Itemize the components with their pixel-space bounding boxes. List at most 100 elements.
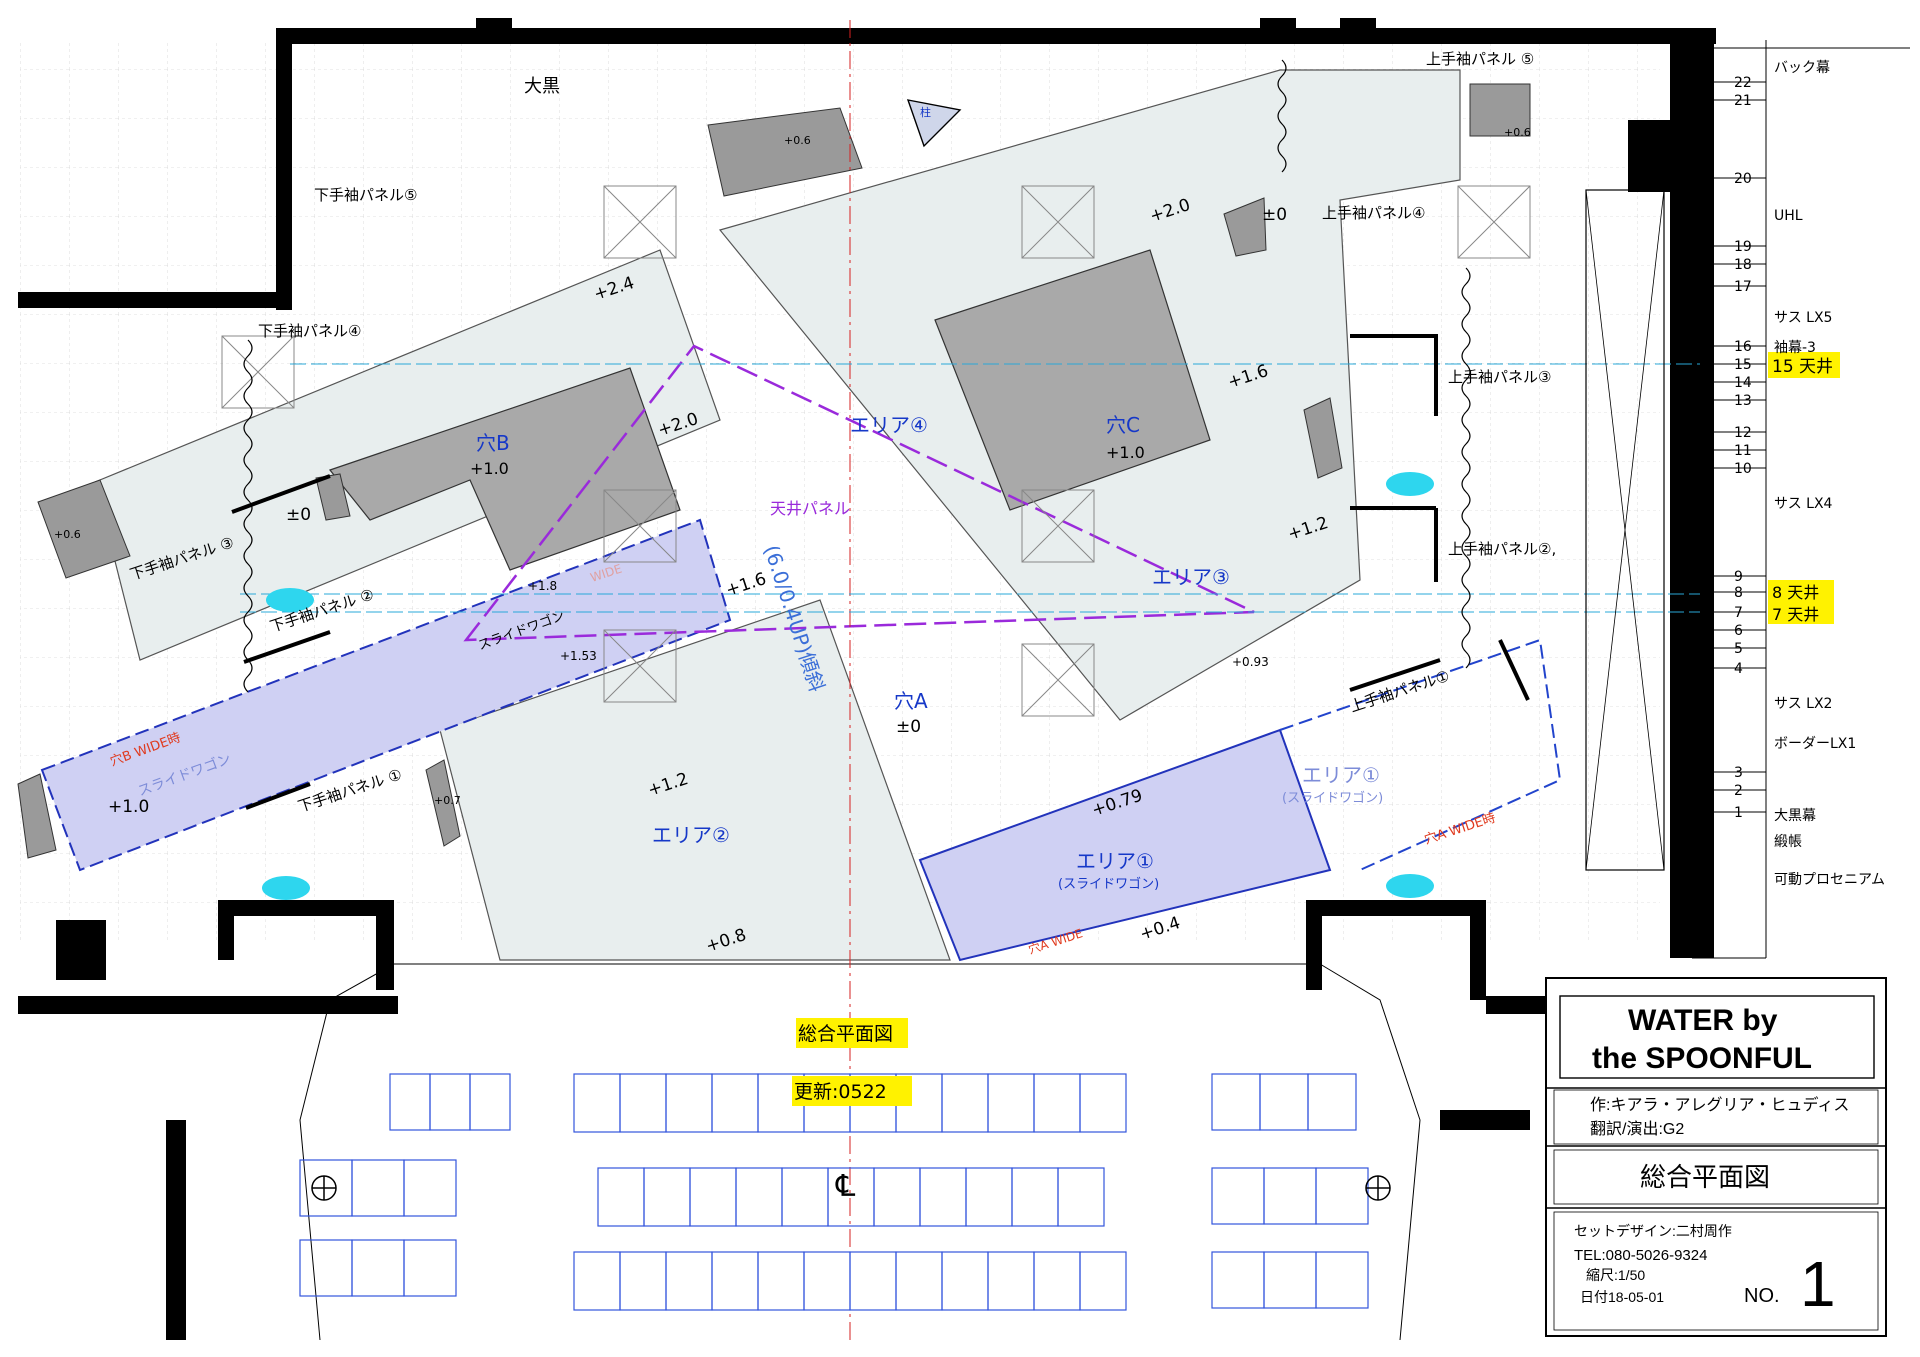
audience-outline bbox=[299, 963, 395, 1341]
rail-label: 可動プロセニアム bbox=[1774, 872, 1885, 888]
translator: 翻訳/演出:G2 bbox=[1590, 1120, 1684, 1138]
seat bbox=[941, 1073, 989, 1133]
pillar bbox=[906, 99, 962, 148]
centerline-mark: ℄ bbox=[835, 1169, 856, 1204]
lamps bbox=[262, 472, 1434, 900]
audience-outline-r bbox=[1319, 963, 1421, 1341]
seat bbox=[1011, 1167, 1059, 1227]
level: ±0 bbox=[896, 717, 921, 737]
level: +0.93 bbox=[1232, 655, 1269, 669]
rail-number: 4 bbox=[1734, 661, 1743, 677]
rail-number: 20 bbox=[1734, 171, 1752, 187]
pillar-label: 柱 bbox=[920, 105, 931, 119]
seat bbox=[665, 1073, 713, 1133]
level: +1.0 bbox=[1106, 443, 1145, 462]
ku3: 上手袖パネル③ bbox=[1448, 368, 1551, 386]
seat bbox=[711, 1251, 759, 1311]
ceiling-8: 8 天井 bbox=[1772, 583, 1819, 602]
ku4: 上手袖パネル④ bbox=[1322, 204, 1425, 222]
drawing-name: 総合平面図 bbox=[1640, 1162, 1770, 1192]
seat bbox=[403, 1159, 457, 1217]
ookuro: 大黒 bbox=[524, 76, 560, 97]
seat bbox=[429, 1073, 471, 1131]
rail-number: 3 bbox=[1734, 765, 1743, 781]
seat bbox=[1211, 1073, 1261, 1131]
rail-number: 11 bbox=[1734, 443, 1752, 459]
seat bbox=[1033, 1073, 1081, 1133]
ku2: 上手袖パネル②, bbox=[1448, 540, 1556, 558]
ceiling-7: 7 天井 bbox=[1772, 605, 1819, 624]
seat bbox=[619, 1251, 667, 1311]
rail-number: 18 bbox=[1734, 257, 1752, 273]
seat bbox=[873, 1167, 921, 1227]
update-label: 更新:0522 bbox=[794, 1081, 887, 1103]
highlight-text: 総合平面図 更新:0522 15 天井 8 天井 7 天井 bbox=[794, 357, 1833, 1103]
rail-number: 6 bbox=[1734, 623, 1743, 639]
ceiling-15: 15 天井 bbox=[1772, 357, 1833, 377]
seat bbox=[597, 1167, 645, 1227]
seat bbox=[1307, 1073, 1357, 1131]
rail-number: 17 bbox=[1734, 279, 1752, 295]
area1b-sub: (スライドワゴン) bbox=[1282, 790, 1383, 806]
title-block-text: WATER by the SPOONFUL 作:キアラ・アレグリア・ヒュディス … bbox=[1574, 1004, 1849, 1320]
rail-labels: バック幕 UHL サス LX5 袖幕-3 サス LX4 サス LX2 ボーダーL… bbox=[1774, 60, 1885, 888]
area2-label: エリア② bbox=[652, 823, 730, 847]
designer: セットデザイン:二村周作 bbox=[1574, 1223, 1732, 1239]
rail-number: 10 bbox=[1734, 461, 1752, 477]
seat bbox=[1315, 1167, 1369, 1225]
seat bbox=[665, 1251, 713, 1311]
seat bbox=[469, 1073, 511, 1131]
steps bbox=[17, 83, 1531, 859]
rail-label: バック幕 bbox=[1774, 60, 1830, 76]
seat bbox=[757, 1251, 805, 1311]
rail-label: 緞帳 bbox=[1774, 834, 1802, 850]
level: +1.0 bbox=[470, 459, 509, 478]
rail-number: 19 bbox=[1734, 239, 1752, 255]
date: 日付18-05-01 bbox=[1580, 1289, 1664, 1305]
building-walls bbox=[18, 18, 1716, 1340]
area1b-label: エリア① bbox=[1302, 763, 1380, 787]
rail-label: UHL bbox=[1774, 208, 1803, 224]
ceiling-panel-label: 天井パネル bbox=[770, 499, 850, 518]
seat bbox=[1211, 1251, 1265, 1309]
ceiling8-highlight bbox=[1768, 580, 1834, 602]
rail-label: 袖幕-3 bbox=[1774, 340, 1816, 356]
seat bbox=[1259, 1073, 1309, 1131]
tel: TEL:080-5026-9324 bbox=[1574, 1247, 1707, 1264]
level: +1.8 bbox=[528, 579, 557, 593]
masking-curtains bbox=[243, 59, 1471, 693]
scale: 縮尺:1/50 bbox=[1586, 1267, 1645, 1283]
level: +1.0 bbox=[108, 797, 149, 817]
seat bbox=[987, 1251, 1035, 1311]
level: +0.6 bbox=[54, 528, 81, 541]
level: +0.6 bbox=[1504, 126, 1531, 139]
audience-seats bbox=[299, 1073, 1369, 1311]
holeB-label: 穴B bbox=[476, 431, 510, 455]
rail-number: 21 bbox=[1734, 93, 1752, 109]
seat bbox=[299, 1239, 353, 1297]
level: ±0 bbox=[1262, 205, 1287, 225]
platform-area2 bbox=[439, 599, 951, 961]
seat bbox=[895, 1251, 943, 1311]
rail-number: 8 bbox=[1734, 585, 1743, 601]
rail-label: 大黒幕 bbox=[1774, 808, 1816, 824]
rail-number: 2 bbox=[1734, 783, 1743, 799]
rail-number: 14 bbox=[1734, 375, 1752, 391]
seat bbox=[803, 1251, 851, 1311]
rail-label: サス LX2 bbox=[1774, 696, 1832, 712]
play-title-2: the SPOONFUL bbox=[1592, 1042, 1812, 1075]
no-value: 1 bbox=[1800, 1248, 1836, 1320]
ceiling15-highlight bbox=[1768, 352, 1840, 378]
no-label: NO. bbox=[1744, 1285, 1780, 1307]
area1-sub: (スライドワゴン) bbox=[1058, 876, 1159, 892]
seat bbox=[573, 1073, 621, 1133]
seat bbox=[351, 1239, 405, 1297]
register-marks bbox=[311, 1175, 1391, 1201]
seat bbox=[1315, 1251, 1369, 1309]
hole-b bbox=[328, 367, 681, 571]
level: +0.7 bbox=[434, 794, 461, 807]
ceiling-panel-outline bbox=[463, 344, 1255, 642]
level: +0.6 bbox=[784, 134, 811, 147]
